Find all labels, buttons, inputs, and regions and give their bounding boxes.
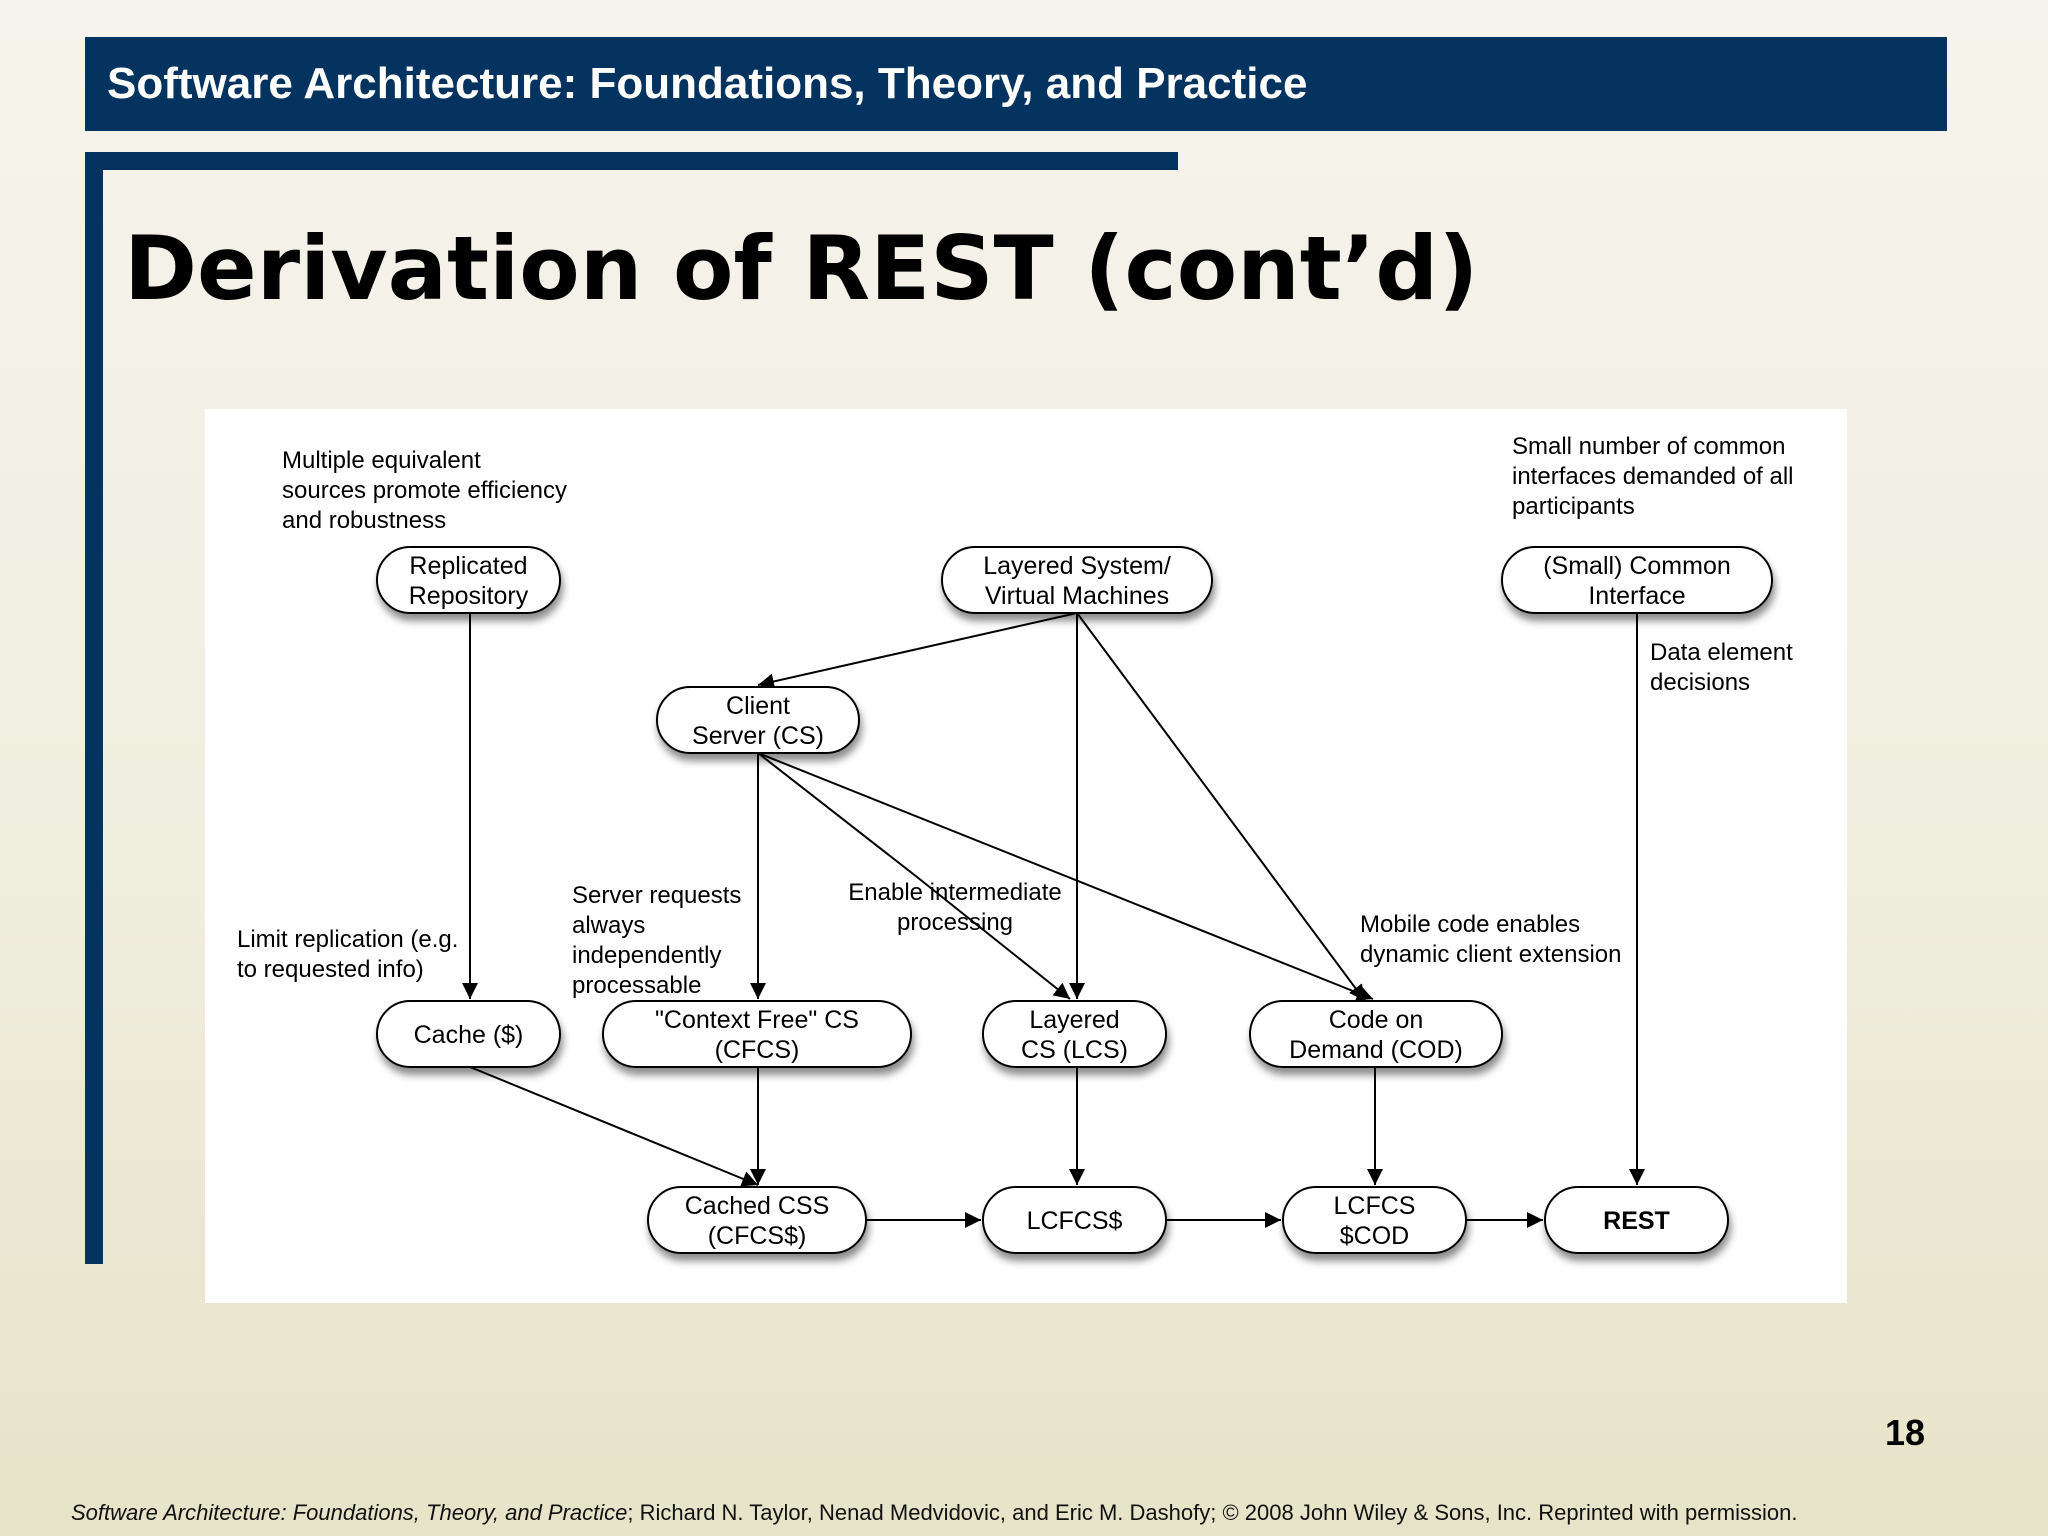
edge-cs-to-lcs (757, 752, 1071, 1000)
node-label: Layered System/Virtual Machines (983, 552, 1171, 610)
node-lcfcscod: LCFCS$COD (1282, 1186, 1467, 1254)
edge-cache-to-cfcss (469, 1066, 759, 1187)
edge-cs-to-cod (757, 752, 1374, 1001)
node-label: Cache ($) (414, 1021, 524, 1049)
node-shape (982, 1000, 1167, 1068)
footer-book-title: Software Architecture: Foundations, Theo… (71, 1500, 628, 1525)
node-shape (602, 1000, 912, 1068)
footer-citation-text: ; Richard N. Taylor, Nenad Medvidovic, a… (627, 1500, 1798, 1525)
node-cfcs: "Context Free" CS(CFCS) (602, 1000, 912, 1068)
node-lcfcss: LCFCS$ (982, 1186, 1167, 1254)
node-shape (941, 546, 1213, 614)
accent-bar-horizontal (85, 152, 1178, 170)
node-shape (656, 686, 860, 754)
node-cache: Cache ($) (376, 1000, 561, 1068)
header-bar: Software Architecture: Foundations, Theo… (85, 37, 1947, 131)
node-shape (982, 1186, 1167, 1254)
node-shape (647, 1186, 867, 1254)
node-label: Cached CSS(CFCS$) (685, 1192, 830, 1250)
node-label: "Context Free" CS(CFCS) (655, 1006, 859, 1064)
node-layered: Layered System/Virtual Machines (941, 546, 1213, 614)
node-shape (376, 1000, 561, 1068)
node-label: LCFCS$COD (1334, 1192, 1416, 1250)
node-shape (1544, 1186, 1729, 1254)
edge-layered-to-cs (757, 612, 1078, 690)
node-shape (1501, 546, 1773, 614)
node-shape (376, 546, 561, 614)
footer-citation: Software Architecture: Foundations, Theo… (71, 1500, 1797, 1526)
node-rest: REST (1544, 1186, 1729, 1254)
node-label: REST (1603, 1207, 1670, 1235)
page-number: 18 (1884, 1412, 1925, 1453)
slide-title: Derivation of REST (cont’d) (124, 217, 1479, 320)
node-cfcss: Cached CSS(CFCS$) (647, 1186, 867, 1254)
annotation-limit-replication: Limit replication (e.g.to requested info… (237, 926, 458, 983)
accent-bar-vertical (85, 152, 103, 1264)
node-shape (1249, 1000, 1503, 1068)
node-label: LCFCS$ (1027, 1207, 1123, 1235)
edge-layered-to-cod (1076, 612, 1366, 1002)
node-shape (1282, 1186, 1467, 1254)
header-title: Software Architecture: Foundations, Theo… (107, 59, 1308, 108)
